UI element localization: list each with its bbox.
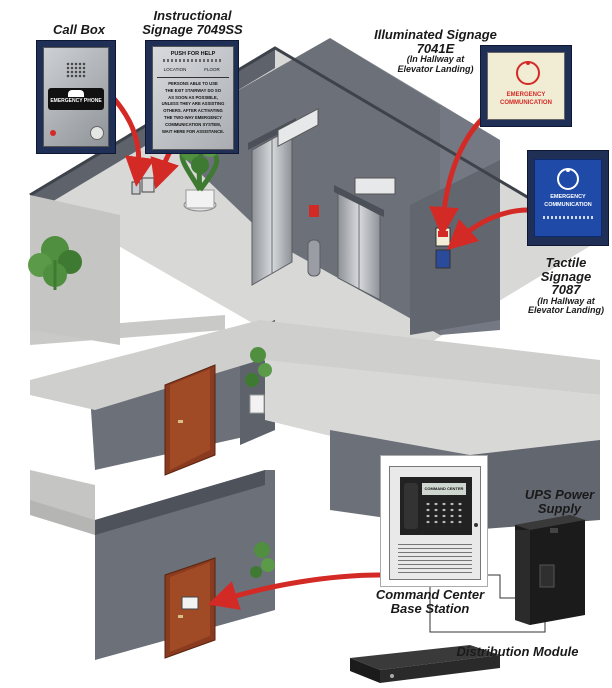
door-middle: [164, 364, 216, 476]
keypad-icon[interactable]: [424, 501, 464, 527]
distribution-label-text: Distribution Module: [456, 644, 579, 659]
instructional-body-line: COMMUNICATION SYSTEM,: [165, 121, 221, 127]
illuminated-note-line2: Elevator Landing): [397, 63, 474, 74]
ups-label-line1: UPS Power: [524, 487, 595, 502]
command-center-screen: COMMAND CENTER: [422, 483, 466, 495]
plant-lower-icon: [250, 542, 275, 578]
instructional-location-label: LOCATION: [163, 67, 187, 72]
illuminated-sign-line2: COMMUNICATION: [500, 100, 552, 106]
elevator-indicator-right: [354, 177, 396, 195]
instructional-heading: PUSH FOR HELP: [170, 51, 216, 57]
instructional-label-line1: Instructional: [153, 8, 232, 23]
plant-middle-icon: [245, 347, 272, 414]
illuminated-sign-text: EMERGENCY COMMUNICATION: [488, 91, 564, 107]
arrow-command-center: [207, 572, 381, 610]
illuminated-label-line1: Illuminated Signage: [374, 27, 497, 42]
command-center-console: COMMAND CENTER: [400, 477, 472, 535]
illuminated-sign-face: EMERGENCY COMMUNICATION: [487, 52, 565, 120]
phone-handset-icon: [68, 90, 84, 97]
instructional-body-line: UNLESS THEY ARE ASSISTING: [161, 101, 225, 107]
instructional-sign-plate: PUSH FOR HELP LOCATION FLOOR PERSONS ABL…: [152, 46, 234, 150]
status-light-icon: [50, 130, 56, 136]
door-sign: [181, 596, 199, 610]
tactile-note-line1: (In Hallway at: [537, 295, 595, 306]
tactile-sign-face: EMERGENCY COMMUNICATION: [534, 159, 602, 237]
illuminated-label: Illuminated Signage 7041E (In Hallway at…: [368, 28, 503, 74]
instructional-body-line: AS SOON AS POSSIBLE,: [168, 94, 218, 100]
instructional-body-line: WAIT HERE FOR ASSISTANCE.: [161, 128, 225, 134]
trash-can: [307, 239, 321, 277]
arrow-tactile: [446, 207, 529, 251]
illuminated-note-line1: (In Hallway at: [406, 54, 465, 65]
ups-label-line2: Supply: [537, 500, 582, 516]
instructional-body-line: THE EXIT STAIRWAY DO SO: [165, 87, 221, 93]
command-center-panel: COMMAND CENTER: [380, 455, 488, 587]
plant-left-icon: [28, 236, 82, 290]
tactile-sign-on-wall: [435, 249, 451, 269]
instructional-body-line: PERSONS ABLE TO USE: [168, 81, 218, 86]
command-center-label-line1: Command Center: [375, 587, 485, 602]
door-lower: [164, 557, 216, 659]
instructional-sign-panel: PUSH FOR HELP LOCATION FLOOR PERSONS ABL…: [145, 40, 239, 154]
instructional-body-line: OTHERS. AFTER ACTIVATING: [163, 108, 223, 114]
instructional-floor-label: FLOOR: [204, 67, 220, 72]
cabinet-lock-icon: [474, 523, 478, 527]
tactile-sign-panel: EMERGENCY COMMUNICATION: [527, 150, 609, 246]
tactile-label-line2: Signage: [540, 268, 592, 284]
call-box-label-text: Call Box: [52, 22, 105, 37]
command-center-cabinet: COMMAND CENTER: [389, 466, 481, 580]
distribution-module-icon: [350, 645, 500, 683]
illuminated-label-line2: 7041E: [416, 40, 455, 56]
tactile-label-line3: 7087: [551, 282, 581, 298]
ups-label: UPS Power Supply: [512, 488, 607, 515]
middle-floor: [30, 195, 600, 470]
handset-icon: [404, 483, 418, 529]
tactile-note-line2: Elevator Landing): [527, 305, 604, 316]
elevator-left: [248, 118, 296, 286]
call-box-faceplate: EMERGENCY PHONE: [43, 47, 109, 147]
call-box-on-wall: [131, 181, 141, 195]
instructional-body-line: THE TWO-WAY EMERGENCY: [164, 114, 222, 120]
call-box-label: Call Box: [48, 23, 110, 37]
illuminated-sign-line1: EMERGENCY: [506, 92, 546, 98]
tactile-sign-text: EMERGENCY COMMUNICATION: [535, 194, 601, 209]
call-button[interactable]: [90, 126, 104, 140]
call-box-display: EMERGENCY PHONE: [48, 88, 104, 110]
wheelchair-icon: [516, 61, 540, 85]
command-center-label: Command Center Base Station: [365, 588, 495, 615]
elevator-right: [334, 185, 384, 301]
tactile-sign-line1: EMERGENCY: [550, 194, 586, 200]
instructional-sign-on-wall: [141, 177, 155, 193]
instructional-label: Instructional Signage 7049SS: [130, 9, 255, 36]
instructional-body: PERSONS ABLE TO USE THE EXIT STAIRWAY DO…: [155, 81, 231, 135]
braille-dots: [543, 216, 593, 219]
command-center-label-line2: Base Station: [390, 600, 470, 616]
tactile-label: Tactile Signage 7087 (In Hallway at Elev…: [520, 256, 612, 316]
tactile-sign-line2: COMMUNICATION: [544, 201, 592, 208]
command-center-instructions: [398, 543, 472, 573]
call-box-display-label: EMERGENCY PHONE: [50, 98, 102, 104]
wheelchair-icon: [557, 168, 579, 190]
elevator-indicator-left: [277, 108, 319, 147]
fire-extinguisher-sign: [309, 205, 319, 217]
call-box-panel: EMERGENCY PHONE: [36, 40, 116, 154]
ups-power-supply-icon: [515, 515, 585, 625]
middle-slab: [30, 320, 600, 410]
distribution-label: Distribution Module: [445, 645, 590, 659]
tactile-label-line1: Tactile: [545, 255, 587, 270]
instructional-label-line2: Signage 7049SS: [142, 21, 243, 37]
braille-dots: [163, 59, 223, 62]
illuminated-sign-panel: EMERGENCY COMMUNICATION: [480, 45, 572, 127]
speaker-grille-icon: [66, 62, 86, 78]
